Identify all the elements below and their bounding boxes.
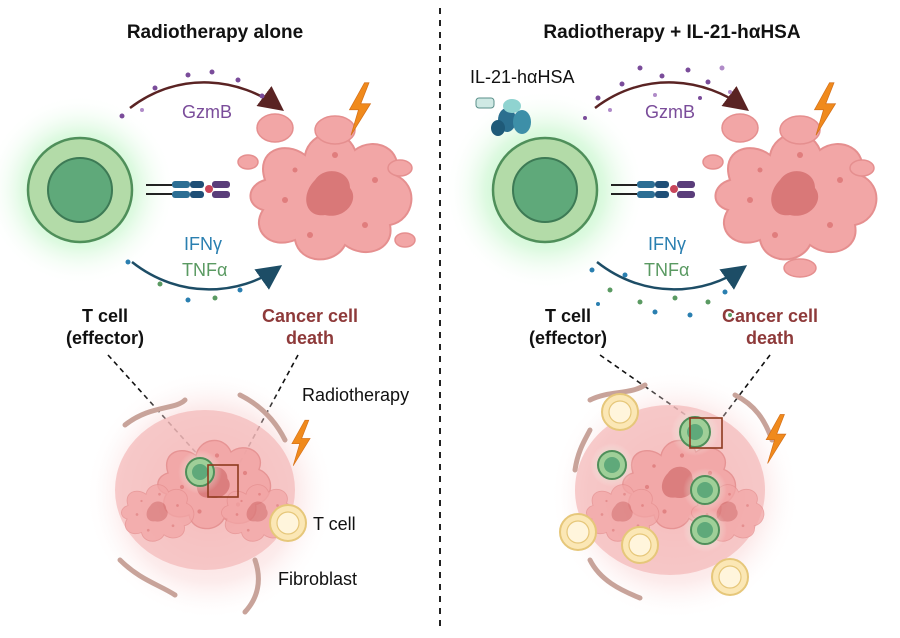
right-cytokine-granules: [589, 267, 732, 318]
right-panel-title: Radiotherapy + IL-21-hαHSA: [543, 22, 800, 43]
left-radiotherapy-label: Radiotherapy: [302, 385, 409, 405]
right-cancer-cell: [702, 113, 878, 278]
right-naive-tcells: [559, 393, 749, 596]
left-cancer-cell: [237, 113, 416, 261]
right-tumor-microenvironment: [550, 370, 800, 620]
right-tumor-effector-tcells: [590, 408, 727, 552]
left-tcell-label-line2: (effector): [66, 328, 144, 348]
left-death-label-line2: death: [286, 328, 334, 348]
right-death-label-line2: death: [746, 328, 794, 348]
right-tcell-label-line2: (effector): [529, 328, 607, 348]
left-gzmb-label: GzmB: [182, 102, 232, 122]
left-tcell-small-label: T cell: [313, 514, 356, 534]
left-ifng-label: IFNγ: [184, 234, 222, 254]
left-panel-title: Radiotherapy alone: [127, 22, 303, 43]
right-death-label-line1: Cancer cell: [722, 306, 818, 326]
left-cytokine-granules: [125, 259, 243, 303]
left-zoom-box: [207, 464, 239, 498]
right-gzmb-arrow: [594, 81, 750, 111]
right-cytokine-arrow: [596, 261, 748, 291]
right-gzmb-granules: [583, 65, 732, 120]
left-fibroblast-label: Fibroblast: [278, 569, 357, 589]
left-effector-tcell: [26, 136, 134, 244]
right-tcell-label-line1: T cell: [545, 306, 591, 326]
left-tcr-mhc-receptor: [146, 181, 230, 198]
left-cytokine-arrow: [131, 261, 283, 291]
right-ifng-label: IFNγ: [648, 234, 686, 254]
left-gzmb-granules: [119, 69, 265, 119]
il21-receptor-complex-icon: [475, 97, 531, 136]
left-naive-tcell: [269, 504, 307, 542]
left-death-label-line1: Cancer cell: [262, 306, 358, 326]
right-zoom-box: [689, 417, 723, 449]
right-tcr-mhc-receptor: [611, 181, 695, 198]
right-gzmb-label: GzmB: [645, 102, 695, 122]
right-tnfa-label: TNFα: [644, 260, 689, 280]
left-tcell-label-line1: T cell: [82, 306, 128, 326]
left-tumor-tcell: [178, 450, 222, 494]
right-effector-tcell: [491, 136, 599, 244]
right-il21-label: IL-21-hαHSA: [470, 67, 574, 87]
left-gzmb-arrow: [129, 81, 285, 111]
left-tnfa-label: TNFα: [182, 260, 227, 280]
